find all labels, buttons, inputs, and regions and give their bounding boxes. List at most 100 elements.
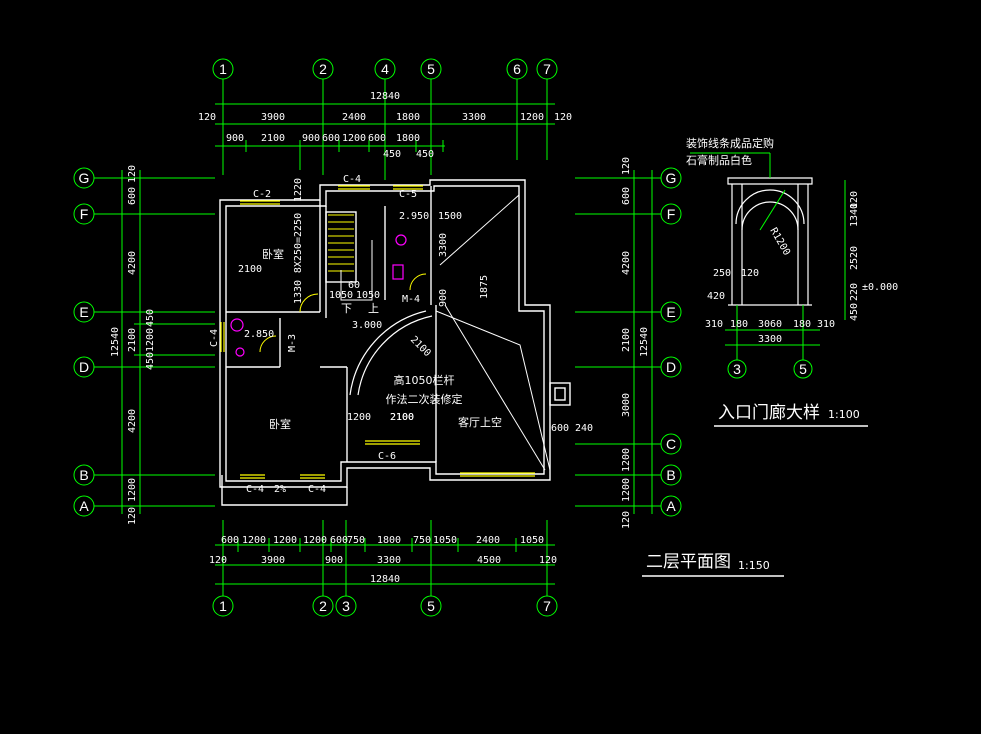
svg-text:3300: 3300	[377, 555, 401, 566]
svg-text:900: 900	[302, 133, 320, 144]
elev-2850: 2.850	[244, 329, 274, 340]
svg-text:4200: 4200	[621, 251, 632, 275]
svg-text:450: 450	[849, 303, 860, 321]
svg-text:C-4: C-4	[343, 174, 361, 185]
label-railing: 高1050栏杆	[394, 373, 455, 387]
svg-text:2100: 2100	[390, 412, 414, 423]
svg-text:C-6: C-6	[378, 451, 396, 462]
svg-text:120: 120	[849, 191, 860, 209]
svg-text:450: 450	[145, 352, 156, 370]
svg-text:600: 600	[551, 423, 569, 434]
svg-text:5: 5	[427, 61, 435, 77]
svg-text:C-5: C-5	[399, 189, 417, 200]
label-up: 上	[368, 302, 379, 315]
svg-text:1200: 1200	[342, 133, 366, 144]
elev-2950: 2.950	[399, 211, 429, 222]
basin-icon	[235, 347, 245, 357]
svg-text:3900: 3900	[261, 555, 285, 566]
svg-text:250: 250	[713, 268, 731, 279]
svg-text:120: 120	[554, 112, 572, 123]
svg-text:1220: 1220	[293, 178, 304, 202]
svg-text:310: 310	[817, 319, 835, 330]
svg-text:3900: 3900	[261, 112, 285, 123]
porch-detail: 装饰线条成品定购 石膏制品白色 R1200 120 1340 2520 220 …	[686, 136, 898, 427]
svg-text:F: F	[667, 206, 676, 222]
svg-text:7: 7	[543, 598, 551, 614]
room-labels: 卧室 卧室 客厅上空 高1050栏杆 作法二次装修定 2100 下 上 2.95…	[244, 211, 502, 495]
detail-scale: 1:100	[828, 408, 860, 421]
title-scale: 1:150	[738, 559, 770, 572]
svg-text:1200: 1200	[273, 535, 297, 546]
label-door-m4: M-4	[402, 294, 420, 305]
svg-text:450: 450	[416, 149, 434, 160]
svg-text:2100: 2100	[621, 328, 632, 352]
dimensions-bottom: 600 1200 1200 1200 600 750 1800 750 1050…	[209, 535, 557, 585]
svg-text:1200: 1200	[145, 328, 156, 352]
svg-text:D: D	[79, 359, 89, 375]
svg-text:2100: 2100	[238, 264, 262, 275]
svg-text:120: 120	[741, 268, 759, 279]
svg-text:A: A	[666, 498, 676, 514]
svg-text:600: 600	[368, 133, 386, 144]
toilet-icon	[395, 234, 407, 246]
svg-text:3300: 3300	[462, 112, 486, 123]
svg-text:900: 900	[226, 133, 244, 144]
svg-text:8X250=2250: 8X250=2250	[293, 213, 304, 273]
svg-text:120: 120	[621, 511, 632, 529]
elev-3000: 3.000	[352, 320, 382, 331]
svg-text:420: 420	[707, 291, 725, 302]
svg-text:1500: 1500	[438, 211, 462, 222]
svg-text:1: 1	[219, 598, 227, 614]
svg-text:12540: 12540	[639, 327, 650, 357]
label-railing-note: 作法二次装修定	[386, 392, 463, 406]
svg-text:1050: 1050	[356, 290, 380, 301]
svg-text:D: D	[666, 359, 676, 375]
detail-elevation: ±0.000	[862, 282, 898, 293]
svg-text:2520: 2520	[849, 246, 860, 270]
svg-text:5: 5	[427, 598, 435, 614]
svg-text:120: 120	[127, 507, 138, 525]
label-slope: 2%	[274, 484, 286, 495]
svg-text:G: G	[79, 170, 90, 186]
svg-text:4200: 4200	[127, 251, 138, 275]
svg-text:900: 900	[325, 555, 343, 566]
svg-text:6: 6	[513, 61, 521, 77]
svg-text:1200: 1200	[621, 478, 632, 502]
dimensions-interior: 2100 1330 8X250=2250 1050 1050 60 900 18…	[238, 178, 593, 434]
svg-text:450: 450	[145, 309, 156, 327]
svg-text:B: B	[79, 467, 88, 483]
svg-text:180: 180	[730, 319, 748, 330]
svg-text:3300: 3300	[758, 334, 782, 345]
svg-text:1800: 1800	[377, 535, 401, 546]
svg-text:2400: 2400	[342, 112, 366, 123]
svg-text:7: 7	[543, 61, 551, 77]
svg-text:120: 120	[127, 165, 138, 183]
svg-text:B: B	[666, 467, 675, 483]
svg-text:12840: 12840	[370, 574, 400, 585]
svg-text:4200: 4200	[127, 409, 138, 433]
svg-text:120: 120	[198, 112, 216, 123]
fixtures	[230, 234, 407, 357]
svg-text:12540: 12540	[110, 327, 121, 357]
svg-text:2100: 2100	[261, 133, 285, 144]
walls	[219, 179, 571, 506]
svg-text:E: E	[79, 304, 88, 320]
svg-text:1340: 1340	[849, 203, 860, 227]
svg-text:600: 600	[621, 187, 632, 205]
svg-text:1875: 1875	[479, 275, 490, 299]
toilet-icon-2	[230, 318, 244, 332]
label-living-void: 客厅上空	[458, 415, 502, 429]
svg-text:750: 750	[347, 535, 365, 546]
dimensions-right: 12540 120 600 4200 2100 3000 1200 1200 1…	[621, 157, 650, 529]
svg-text:1200: 1200	[127, 478, 138, 502]
svg-text:1050: 1050	[329, 290, 353, 301]
svg-text:2100: 2100	[390, 412, 414, 423]
doors	[259, 273, 427, 353]
svg-text:C-2: C-2	[253, 189, 271, 200]
svg-text:1330: 1330	[293, 280, 304, 304]
svg-text:1200: 1200	[242, 535, 266, 546]
svg-text:1200: 1200	[621, 448, 632, 472]
label-down: 下	[341, 302, 352, 315]
svg-text:C: C	[666, 436, 676, 452]
